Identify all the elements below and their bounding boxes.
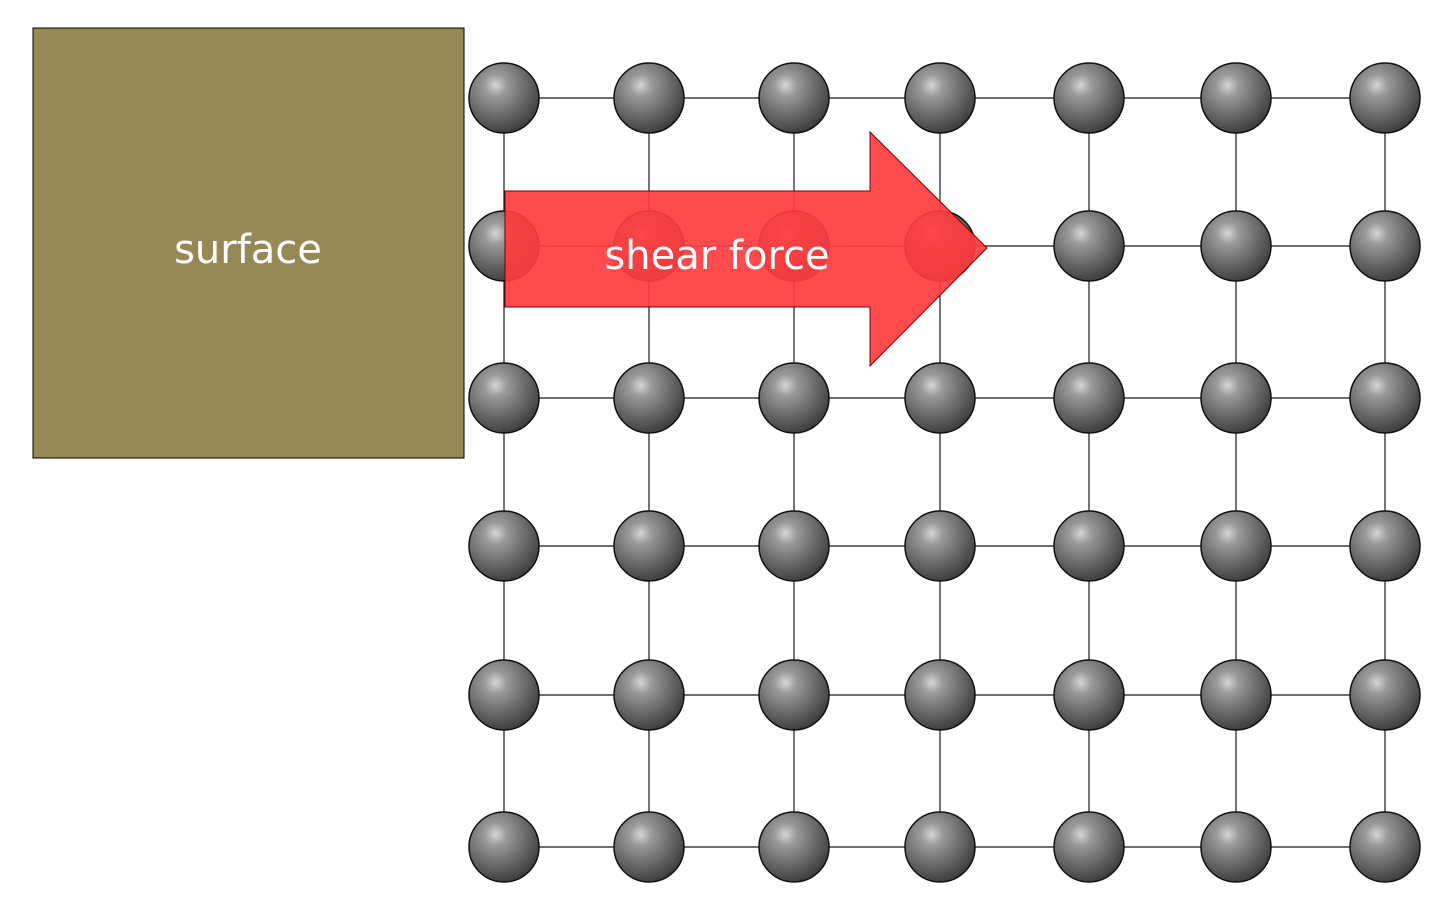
atom-r3-c5 <box>1053 362 1125 434</box>
atom-r4-c4 <box>904 510 976 582</box>
atom-r1-c7 <box>1349 62 1421 134</box>
atom-r3-c4 <box>904 362 976 434</box>
atom-r4-c3 <box>758 510 830 582</box>
atom-r5-c7 <box>1349 659 1421 731</box>
atom-r3-c2 <box>613 362 685 434</box>
surface-label: surface <box>174 227 322 273</box>
atom-r3-c6 <box>1200 362 1272 434</box>
atom-r2-c7 <box>1349 210 1421 282</box>
atom-r6-c5 <box>1053 811 1125 883</box>
atom-r4-c1 <box>468 510 540 582</box>
atom-r5-c1 <box>468 659 540 731</box>
atom-r6-c3 <box>758 811 830 883</box>
atom-r1-c2 <box>613 62 685 134</box>
atom-r5-c2 <box>613 659 685 731</box>
atom-r1-c6 <box>1200 62 1272 134</box>
atom-r5-c6 <box>1200 659 1272 731</box>
atom-r1-c1 <box>468 62 540 134</box>
atom-r5-c3 <box>758 659 830 731</box>
atom-r4-c2 <box>613 510 685 582</box>
atom-r1-c5 <box>1053 62 1125 134</box>
shear-force-arrow <box>504 130 988 368</box>
atom-r6-c7 <box>1349 811 1421 883</box>
atom-r4-c6 <box>1200 510 1272 582</box>
atom-r6-c4 <box>904 811 976 883</box>
atom-r2-c5 <box>1053 210 1125 282</box>
atom-r3-c3 <box>758 362 830 434</box>
atom-r6-c2 <box>613 811 685 883</box>
lattice-atoms <box>468 62 1421 883</box>
atom-r5-c4 <box>904 659 976 731</box>
atom-r1-c3 <box>758 62 830 134</box>
atom-r4-c5 <box>1053 510 1125 582</box>
atom-r2-c6 <box>1200 210 1272 282</box>
atom-r3-c1 <box>468 362 540 434</box>
surface-block <box>32 27 465 459</box>
atom-r1-c4 <box>904 62 976 134</box>
atom-r3-c7 <box>1349 362 1421 434</box>
atom-r6-c1 <box>468 811 540 883</box>
atom-r5-c5 <box>1053 659 1125 731</box>
shear-force-label: shear force <box>604 233 829 279</box>
atom-r6-c6 <box>1200 811 1272 883</box>
atom-r4-c7 <box>1349 510 1421 582</box>
